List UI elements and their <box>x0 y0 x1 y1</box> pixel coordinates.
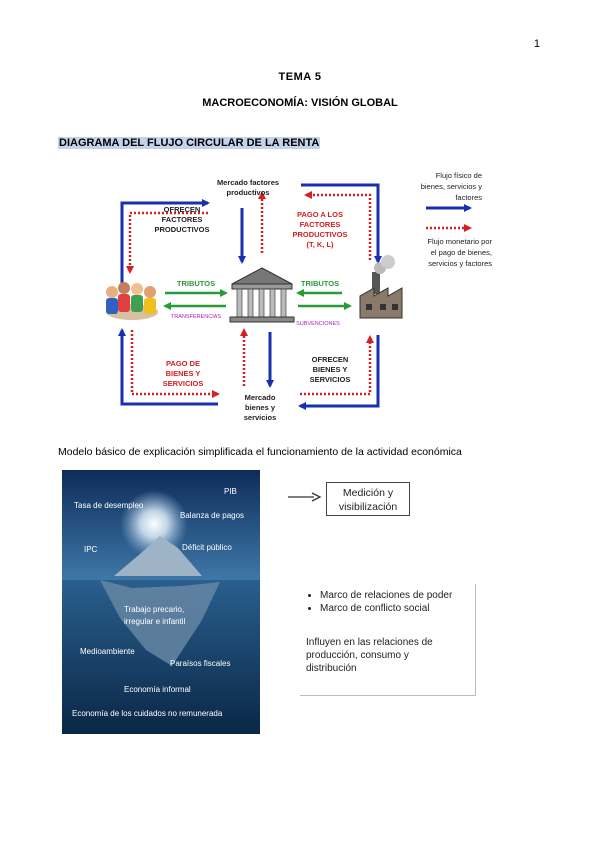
iceberg-deficit: Déficit público <box>182 543 232 552</box>
payment-factors-label-3: PRODUCTIVOS <box>292 230 347 239</box>
offer-factors-label-1: OFRECEN <box>164 205 201 214</box>
legend-physical-label-3: factores <box>455 193 482 202</box>
iceberg-ipc: IPC <box>84 545 98 554</box>
payment-goods-label-3: SERVICIOS <box>163 379 204 388</box>
tributos-arrows <box>163 289 352 310</box>
iceberg-tasa: Tasa de desempleo <box>74 501 144 510</box>
page-number: 1 <box>533 38 540 50</box>
sun-glow <box>120 490 188 558</box>
iceberg-medioambiente: Medioambiente <box>80 647 135 656</box>
subvenciones-label: SUBVENCIONES <box>296 321 340 327</box>
payment-goods-label-1: PAGO DE <box>166 359 200 368</box>
offer-goods-label-2: BIENES Y <box>313 365 348 374</box>
relations-box: Marco de relaciones de poder Marco de co… <box>300 584 476 696</box>
government-building-icon <box>229 267 295 323</box>
market-goods-label-1: Mercado <box>245 393 276 402</box>
relations-bullet-1: Marco de relaciones de poder <box>320 590 475 601</box>
offer-goods-label-3: SERVICIOS <box>310 375 351 384</box>
payment-factors-label-4: (T, K, L) <box>306 240 334 249</box>
transferencias-label: TRANSFERENCIAS <box>171 314 221 320</box>
households-icon <box>106 282 158 320</box>
measurement-box: Medición y visibilización <box>326 482 410 516</box>
market-factors-label-2: productivos <box>227 188 270 197</box>
iceberg-cuidados: Economía de los cuidados no remunerada <box>72 709 223 718</box>
factory-icon <box>359 255 403 319</box>
influence-line-1: Influyen en las relaciones de <box>306 637 433 648</box>
offer-factors-label-2: FACTORES <box>162 215 203 224</box>
page-subtitle: MACROECONOMÍA: VISIÓN GLOBAL <box>202 97 398 109</box>
section-heading: DIAGRAMA DEL FLUJO CIRCULAR DE LA RENTA <box>58 137 321 149</box>
iceberg-illustration: Tasa de desempleo PIB Balanza de pagos I… <box>62 470 260 734</box>
measurement-line-1: Medición y <box>342 487 394 499</box>
iceberg-pib: PIB <box>224 487 237 496</box>
iceberg-trabajo-1: Trabajo precario, <box>124 605 184 614</box>
circular-flow-diagram: Mercado factores productivos OFRECEN FAC… <box>106 171 492 422</box>
tributos-left-label: TRIBUTOS <box>177 279 215 288</box>
offer-goods-label-1: OFRECEN <box>312 355 349 364</box>
market-goods-label-3: servicios <box>244 413 277 422</box>
physical-flow-arrows <box>118 183 382 410</box>
legend-monetary-label-3: servicios y factores <box>428 259 492 268</box>
iceberg-paraisos: Paraísos fiscales <box>170 659 230 668</box>
iceberg-trabajo-2: irregular e infantil <box>124 617 186 626</box>
page-title: TEMA 5 <box>278 71 322 83</box>
iceberg-submerged <box>100 580 220 666</box>
influence-line-2: producción, consumo y <box>306 650 409 661</box>
measurement-line-2: visibilización <box>338 501 398 513</box>
legend-physical-label-1: Flujo físico de <box>436 171 482 180</box>
market-factors-label-1: Mercado factores <box>217 178 279 187</box>
legend-physical-label-2: bienes, servicios y <box>421 182 483 191</box>
market-goods-label-2: bienes y <box>245 403 276 412</box>
payment-goods-label-2: BIENES Y <box>166 369 201 378</box>
influence-text: Influyen en las relaciones de producción… <box>306 636 475 675</box>
monetary-flow-arrows <box>126 191 374 398</box>
relations-bullet-2: Marco de conflicto social <box>320 603 475 614</box>
iceberg-tip <box>114 536 202 576</box>
legend-monetary-label-1: Flujo monetario por <box>427 237 492 246</box>
measure-arrow <box>288 492 322 502</box>
influence-line-3: distribución <box>306 663 357 674</box>
legend-monetary-label-2: el pago de bienes, <box>431 248 492 257</box>
payment-factors-label-2: FACTORES <box>300 220 341 229</box>
tributos-right-label: TRIBUTOS <box>301 279 339 288</box>
payment-factors-label-1: PAGO A LOS <box>297 210 343 219</box>
relations-list: Marco de relaciones de poder Marco de co… <box>300 590 475 614</box>
diagram-caption: Modelo básico de explicación simplificad… <box>58 446 462 458</box>
iceberg-balanza: Balanza de pagos <box>180 511 244 520</box>
iceberg-informal: Economía informal <box>124 685 191 694</box>
offer-factors-label-3: PRODUCTIVOS <box>154 225 209 234</box>
